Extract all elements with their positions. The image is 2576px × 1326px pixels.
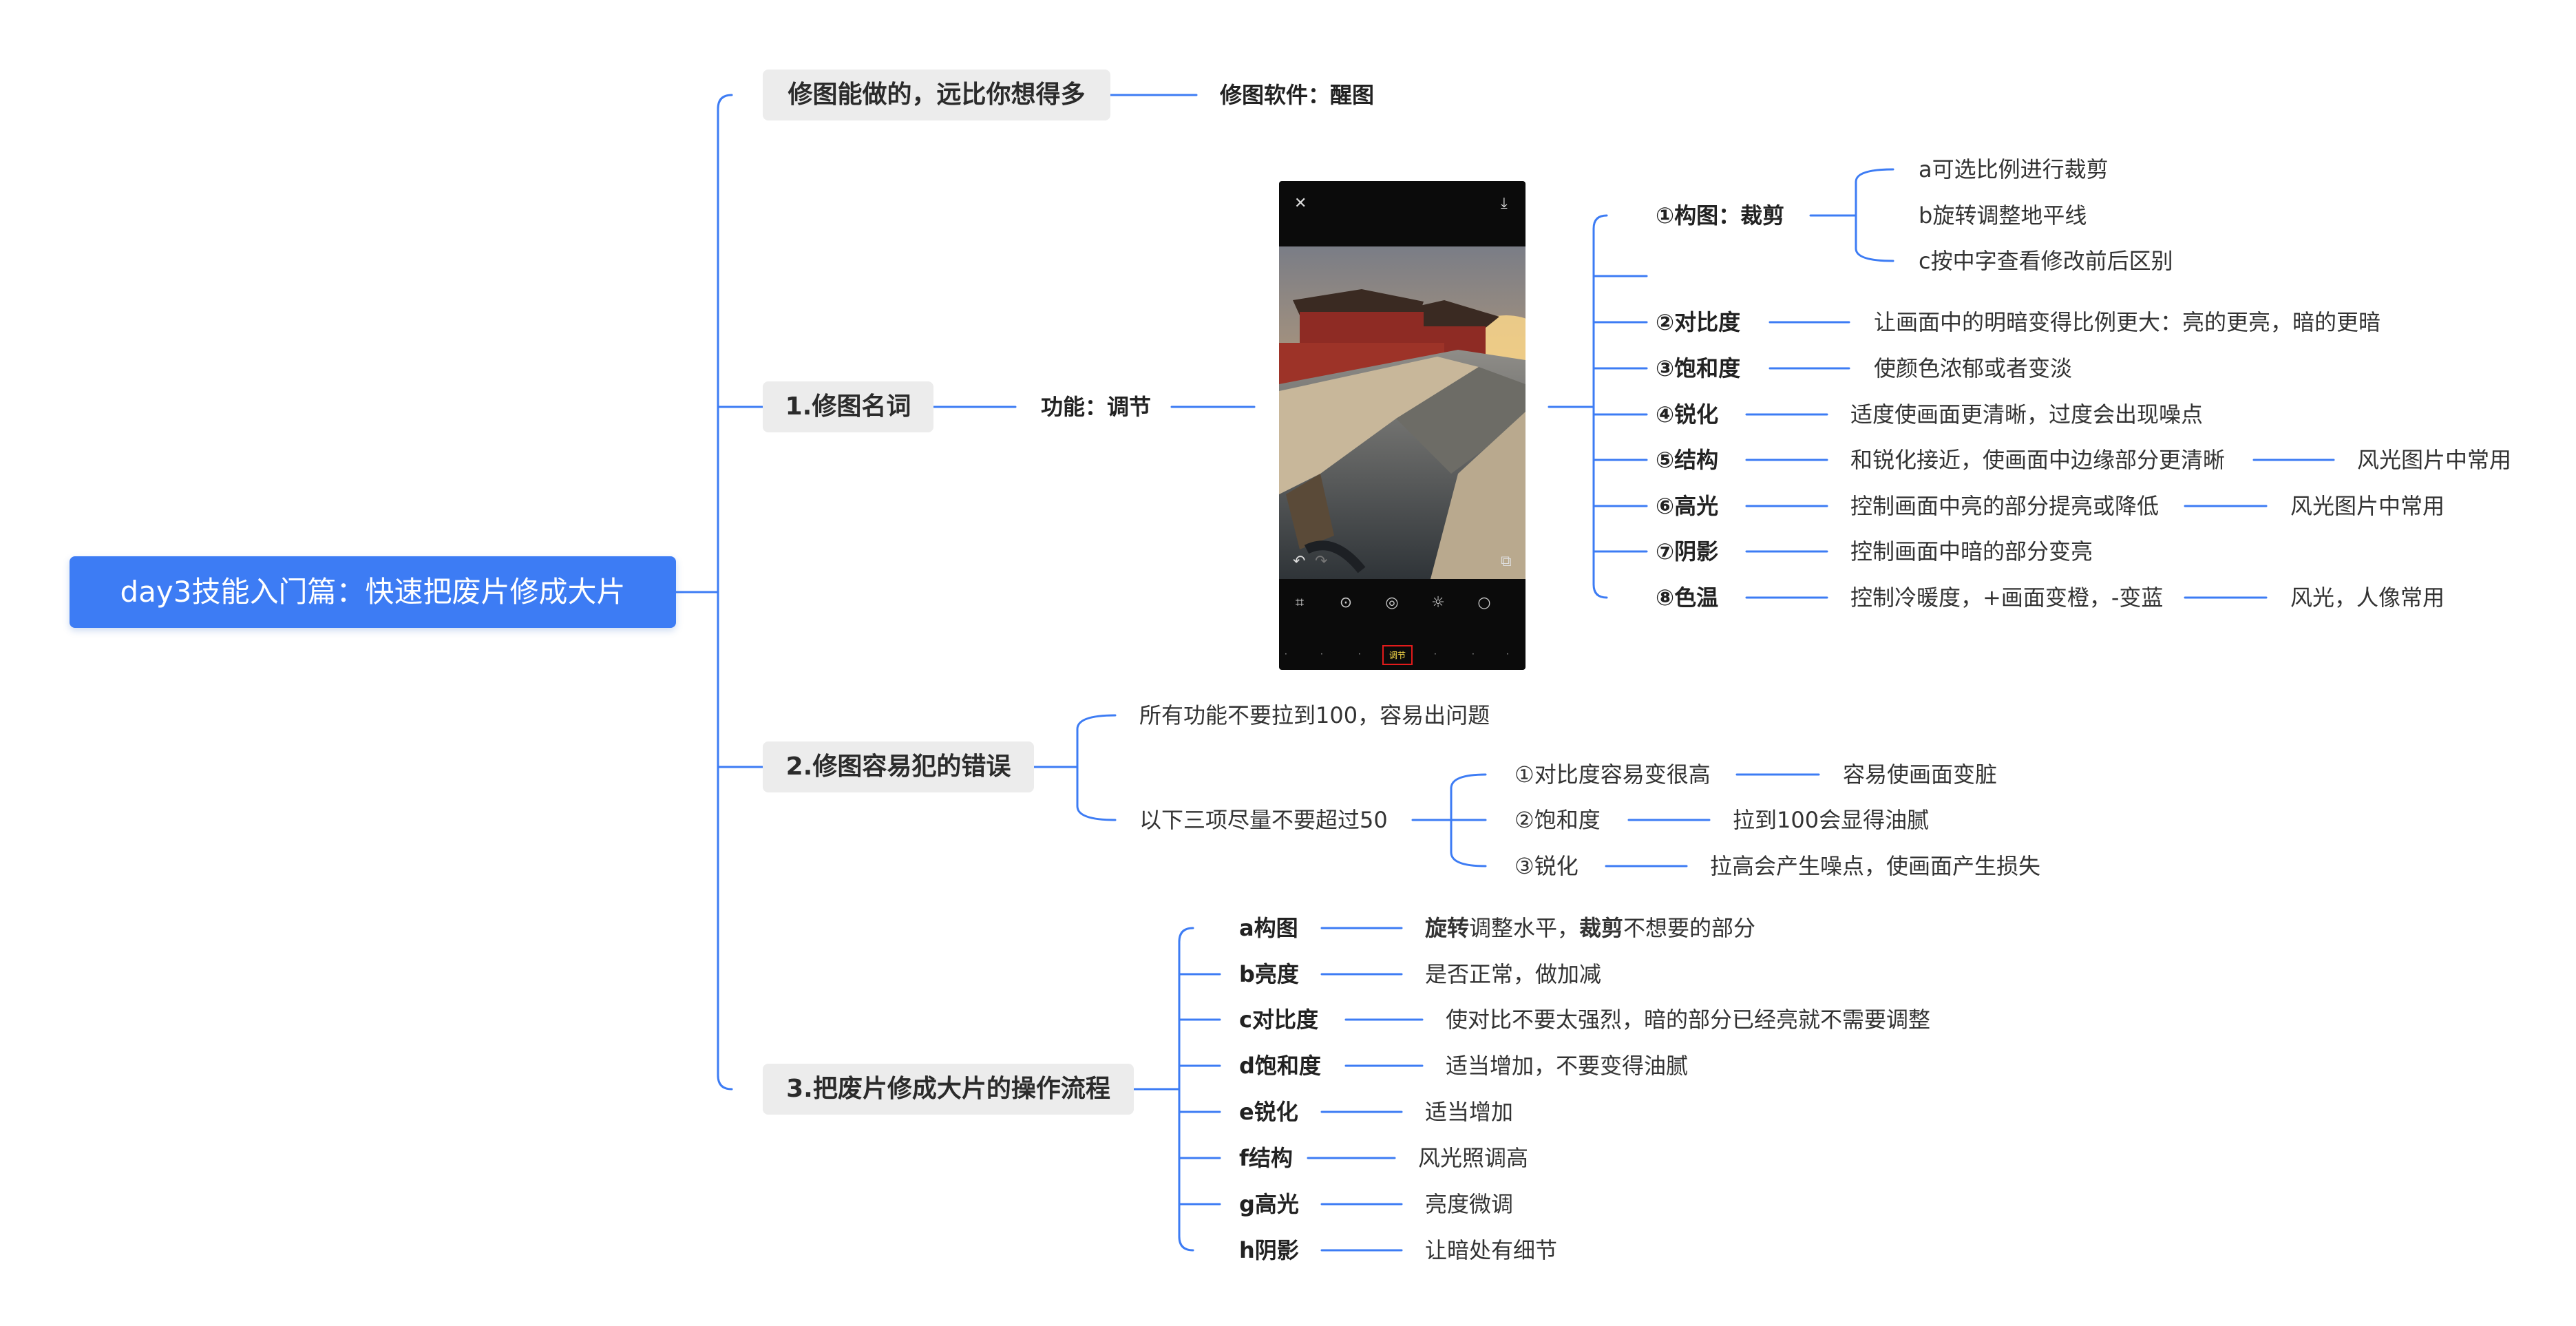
step-composition-desc[interactable]: 旋转调整水平，裁剪不想要的部分: [1425, 917, 1755, 939]
step-saturation[interactable]: d饱和度: [1239, 1053, 1321, 1079]
step-sharpen[interactable]: e锐化: [1239, 1099, 1298, 1125]
step-sharpen-desc[interactable]: 适当增加: [1425, 1099, 1514, 1125]
shadow-desc[interactable]: 控制画面中暗的部分变亮: [1850, 538, 2093, 565]
undo-icon[interactable]: ↶: [1293, 553, 1306, 570]
step-contrast[interactable]: c对比度: [1239, 1007, 1318, 1033]
step-highlight-desc[interactable]: 亮度微调: [1425, 1191, 1514, 1217]
mistake-no-100[interactable]: 所有功能不要拉到100，容易出问题: [1139, 702, 1490, 728]
term-contrast[interactable]: ②对比度: [1656, 309, 1741, 335]
term-shadow[interactable]: ⑦阴影: [1656, 538, 1719, 565]
structure-desc[interactable]: 和锐化接近，使画面中边缘部分更清晰: [1850, 447, 2226, 473]
keyword-rotate: 旋转: [1425, 915, 1470, 941]
branch-what-editing-can-do[interactable]: 修图能做的，远比你想得多: [763, 70, 1110, 120]
forbidden-city-photo: [1279, 246, 1525, 579]
tab-adjust-selected[interactable]: 调节: [1382, 645, 1413, 665]
app-tab-bar: · · · 调节 · · ·: [1279, 644, 1525, 665]
contrast-desc[interactable]: 让画面中的明暗变得比例更大：亮的更亮，暗的更暗: [1874, 309, 2381, 335]
branch-label: 3.把废片修成大片的操作流程: [786, 1075, 1110, 1103]
tab-dot[interactable]: ·: [1358, 649, 1361, 659]
highlight-usage[interactable]: 风光图片中常用: [2290, 493, 2445, 519]
step-structure-desc[interactable]: 风光照调高: [1418, 1145, 1529, 1171]
step-saturation-desc[interactable]: 适当增加，不要变得油腻: [1446, 1053, 1689, 1079]
saturation-desc[interactable]: 使颜色浓郁或者变淡: [1874, 355, 2073, 381]
step-composition[interactable]: a构图: [1239, 915, 1298, 941]
mistake-contrast-desc[interactable]: 容易使画面变脏: [1843, 761, 1998, 788]
step-contrast-desc[interactable]: 使对比不要太强烈，暗的部分已经亮就不需要调整: [1446, 1007, 1931, 1033]
app-screenshot-image: ✕ ⤓ ↶ ↷: [1279, 181, 1525, 670]
crop-note-c[interactable]: c按中字查看修改前后区别: [1919, 248, 2173, 274]
tab-dot[interactable]: ·: [1320, 649, 1323, 659]
mistake-saturation-desc[interactable]: 拉到100会显得油腻: [1733, 807, 1930, 833]
term-crop[interactable]: ①构图：裁剪: [1656, 202, 1785, 229]
term-structure[interactable]: ⑤结构: [1656, 447, 1719, 473]
focus-icon[interactable]: ◎: [1385, 594, 1399, 611]
step-shadow[interactable]: h阴影: [1239, 1237, 1299, 1263]
download-icon: ⤓: [1501, 195, 1508, 212]
step-brightness[interactable]: b亮度: [1239, 961, 1299, 987]
tab-dot[interactable]: ·: [1506, 649, 1509, 659]
branch-workflow[interactable]: 3.把废片修成大片的操作流程: [763, 1064, 1134, 1115]
mistake-sharpen-desc[interactable]: 拉高会产生噪点，使画面产生损失: [1710, 853, 2041, 879]
step-structure[interactable]: f结构: [1239, 1145, 1293, 1171]
function-adjust-node[interactable]: 功能：调节: [1041, 394, 1152, 420]
mistake-under-50[interactable]: 以下三项尽量不要超过50: [1139, 807, 1388, 833]
editing-app-note[interactable]: 修图软件：醒图: [1220, 82, 1375, 108]
tab-dot[interactable]: ·: [1472, 649, 1475, 659]
step-highlight[interactable]: g高光: [1239, 1191, 1299, 1217]
color-temp-desc[interactable]: 控制冷暖度，+画面变橙，-变蓝: [1850, 585, 2164, 611]
branch-label: 修图能做的，远比你想得多: [788, 81, 1086, 109]
branch-editing-terms[interactable]: 1.修图名词: [763, 381, 933, 432]
root-topic-label: day3技能入门篇：快速把废片修成大片: [120, 575, 626, 609]
root-topic[interactable]: day3技能入门篇：快速把废片修成大片: [70, 556, 676, 628]
redo-icon[interactable]: ↷: [1315, 553, 1328, 570]
circle-icon[interactable]: ○: [1477, 594, 1491, 611]
term-highlight[interactable]: ⑥高光: [1656, 493, 1719, 519]
step-shadow-desc[interactable]: 让暗处有细节: [1425, 1237, 1558, 1263]
keyword-crop: 裁剪: [1579, 915, 1624, 941]
mistake-contrast[interactable]: ①对比度容易变很高: [1514, 761, 1711, 788]
tab-dot[interactable]: ·: [1285, 649, 1287, 659]
close-icon: ✕: [1294, 195, 1307, 212]
mistake-sharpen[interactable]: ③锐化: [1514, 853, 1579, 879]
sun-icon[interactable]: ☼: [1431, 594, 1445, 611]
crop-note-a[interactable]: a可选比例进行裁剪: [1919, 156, 2109, 182]
desc-text: 调整水平，: [1469, 915, 1580, 941]
term-sharpen[interactable]: ④锐化: [1656, 401, 1719, 428]
branch-label: 1.修图名词: [785, 392, 911, 421]
desc-text: 不想要的部分: [1623, 915, 1756, 941]
branch-common-mistakes[interactable]: 2.修图容易犯的错误: [763, 741, 1034, 792]
branch-label: 2.修图容易犯的错误: [785, 753, 1011, 781]
term-saturation[interactable]: ③饱和度: [1656, 355, 1741, 381]
color-temp-usage[interactable]: 风光，人像常用: [2290, 585, 2445, 611]
step-brightness-desc[interactable]: 是否正常，做加减: [1425, 961, 1602, 987]
compare-icon[interactable]: ⧉: [1501, 553, 1512, 570]
crop-note-b[interactable]: b旋转调整地平线: [1919, 202, 2087, 229]
crop-icon[interactable]: ⌗: [1295, 594, 1305, 611]
sharpen-desc[interactable]: 适度使画面更清晰，过度会出现噪点: [1850, 401, 2204, 428]
mistake-saturation[interactable]: ②饱和度: [1514, 807, 1601, 833]
tab-dot[interactable]: ·: [1434, 649, 1437, 659]
target-icon[interactable]: ⊙: [1339, 594, 1353, 611]
structure-usage[interactable]: 风光图片中常用: [2357, 447, 2512, 473]
term-color-temp[interactable]: ⑧色温: [1656, 585, 1719, 611]
highlight-desc[interactable]: 控制画面中亮的部分提亮或降低: [1850, 493, 2160, 519]
